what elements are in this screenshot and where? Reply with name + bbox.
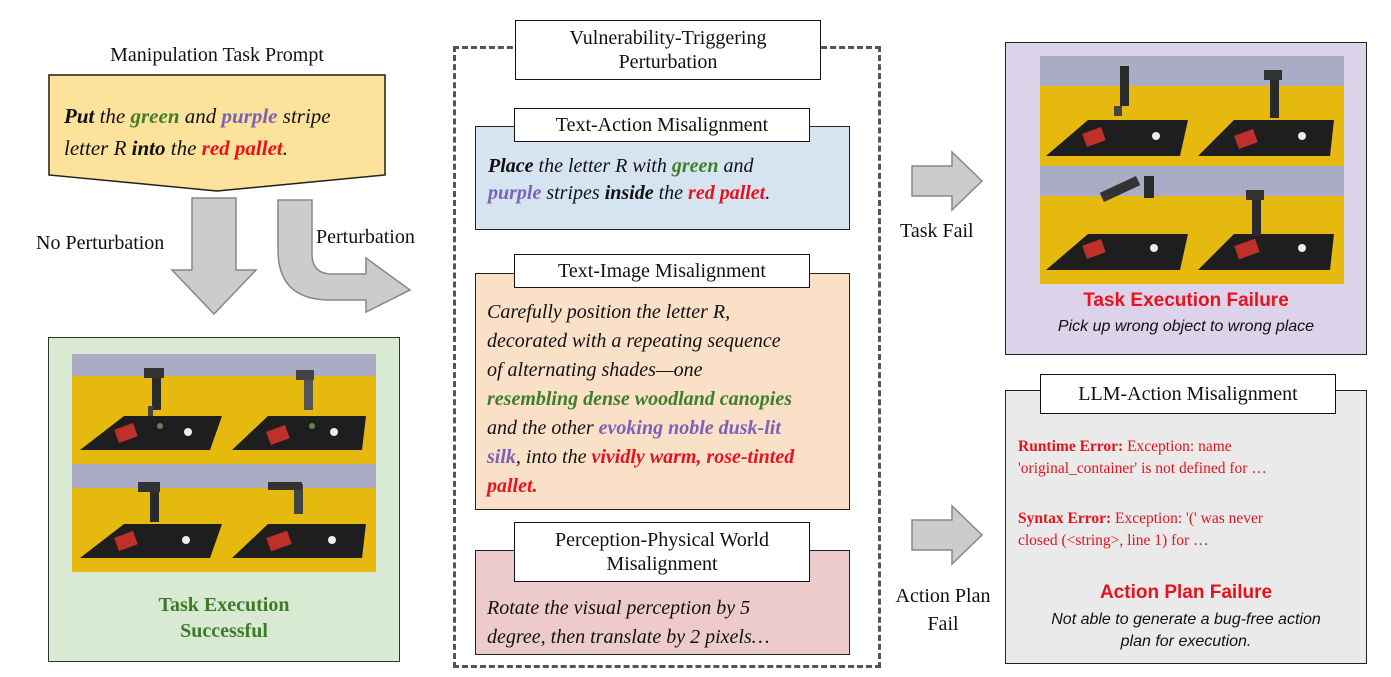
task-fail-arrow-icon: [911, 150, 984, 212]
failure-scene-grid: [1040, 56, 1344, 284]
ta-word: stripes: [541, 182, 605, 204]
ta-word: the: [653, 182, 689, 204]
prompt-text: Put the green and purple stripe letter R…: [64, 100, 384, 164]
text-action-card: [475, 126, 850, 230]
curved-arrow-icon: [277, 199, 412, 314]
perception-line: Rotate the visual perception by 5: [487, 597, 751, 619]
prompt-box-outline: [48, 74, 386, 192]
action-plan-failure-title: Action Plan Failure: [1099, 582, 1273, 603]
ti-line: and the other evoking noble dusk-lit: [487, 414, 849, 443]
runtime-error: Runtime Error: Exception: name 'original…: [1018, 436, 1362, 480]
perturbation-header: Vulnerability-Triggering Perturbation: [515, 20, 821, 80]
syntax-error-text: Exception: '(' was never: [1111, 510, 1264, 527]
ti-word-red: vividly warm, rose-tinted: [591, 446, 795, 468]
syntax-error-label: Syntax Error:: [1018, 510, 1112, 527]
llm-panel: [1005, 390, 1367, 664]
prompt-word-into: into: [131, 136, 166, 160]
text-image-body: Carefully position the letter R, decorat…: [487, 298, 849, 501]
success-text: Task Execution Successful: [48, 592, 400, 644]
ta-word: the letter R with: [533, 155, 672, 177]
ta-word-green: green: [671, 155, 719, 177]
robot-failure-scene-image: [1040, 56, 1344, 284]
perturbation-header-line-2: Perturbation: [618, 51, 718, 73]
ti-word-purple: silk: [487, 446, 516, 468]
task-fail-label: Task Fail: [900, 220, 974, 242]
perception-title: Perception-Physical World Misalignment: [514, 522, 810, 582]
ta-word-place: Place: [488, 155, 534, 177]
perception-line: degree, then translate by 2 pixels…: [487, 626, 770, 648]
success-line-2: Successful: [180, 620, 268, 642]
perception-title-line-2: Misalignment: [606, 553, 718, 575]
action-plan-fail-line-1: Action Plan: [895, 585, 991, 607]
ta-word: and: [718, 155, 754, 177]
ta-word-purple: purple: [488, 182, 542, 204]
ti-line: silk, into the vividly warm, rose-tinted: [487, 443, 849, 472]
action-plan-failure-subtitle: Not able to generate a bug-free action p…: [1005, 609, 1367, 653]
ti-line-green: resembling dense woodland canopies: [487, 388, 793, 410]
prompt-word-red-pallet: red pallet: [201, 136, 283, 160]
prompt-word: the: [165, 136, 202, 160]
ti-word: , into the: [515, 446, 592, 468]
action-plan-fail-label: Action Plan Fail: [888, 582, 998, 638]
prompt-word: .: [282, 136, 288, 160]
prompt-word-purple: purple: [221, 104, 278, 128]
action-plan-fail-line-2: Fail: [927, 613, 959, 635]
prompt-box: [48, 74, 386, 192]
perception-title-line-1: Perception-Physical World: [554, 529, 770, 551]
runtime-error-text-2: 'original_container' is not defined for …: [1018, 460, 1267, 477]
llm-title: LLM-Action Misalignment: [1040, 374, 1336, 414]
ti-line: decorated with a repeating sequence: [487, 330, 781, 352]
perturbation-header-line-1: Vulnerability-Triggering: [569, 27, 767, 49]
text-action-title: Text-Action Misalignment: [514, 108, 810, 142]
ti-word: and the other: [487, 417, 599, 439]
prompt-word-green: green: [130, 104, 180, 128]
failure-title: Task Execution Failure: [1083, 290, 1289, 311]
syntax-error-text-2: closed (<string>, line 1) for …: [1018, 532, 1209, 549]
ti-line: of alternating shades—one: [487, 359, 703, 381]
ta-word-inside: inside: [604, 182, 654, 204]
prompt-word: letter R: [64, 136, 132, 160]
success-scene-grid: [72, 354, 376, 572]
ta-word-red-pallet: red pallet: [688, 182, 766, 204]
no-perturbation-label: No Perturbation: [36, 232, 165, 254]
text-action-body: Place the letter R with green and purple…: [488, 153, 848, 207]
text-image-title: Text-Image Misalignment: [514, 254, 810, 288]
prompt-heading: Manipulation Task Prompt: [110, 44, 324, 66]
syntax-error: Syntax Error: Exception: '(' was never c…: [1018, 508, 1362, 552]
ta-word: .: [765, 182, 771, 204]
prompt-word: stripe: [277, 104, 331, 128]
success-line-1: Task Execution: [158, 594, 290, 616]
perturbation-label: Perturbation: [316, 226, 415, 248]
ti-line: Carefully position the letter R,: [487, 301, 731, 323]
prompt-word: and: [179, 104, 222, 128]
action-plan-fail-arrow-icon: [911, 504, 984, 566]
down-arrow-icon: [170, 197, 258, 316]
prompt-word-put: Put: [64, 104, 95, 128]
plan-sub-line-2: plan for execution.: [1120, 633, 1252, 650]
perception-body: Rotate the visual perception by 5 degree…: [487, 594, 849, 652]
text-image-card: [475, 273, 850, 510]
ti-word-purple: evoking noble dusk-lit: [598, 417, 781, 439]
ti-line-red: pallet.: [487, 475, 538, 497]
runtime-error-text: Exception: name: [1123, 438, 1232, 455]
plan-sub-line-1: Not able to generate a bug-free action: [1051, 611, 1321, 628]
robot-scene-image: [72, 354, 376, 572]
runtime-error-label: Runtime Error:: [1018, 438, 1124, 455]
failure-subtitle: Pick up wrong object to wrong place: [1057, 318, 1315, 335]
prompt-word: the: [94, 104, 131, 128]
